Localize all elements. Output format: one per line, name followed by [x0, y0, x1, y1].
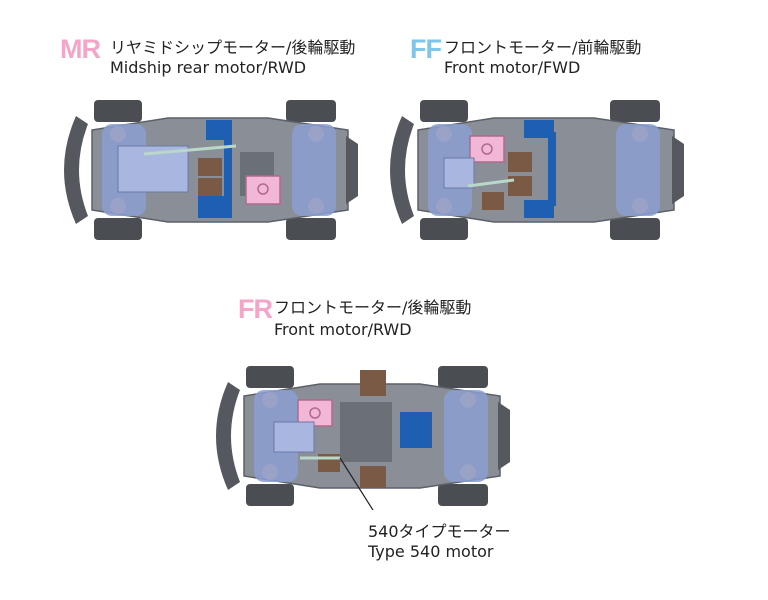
tire	[610, 100, 660, 122]
tire	[286, 100, 336, 122]
hub	[436, 126, 452, 142]
tire	[286, 218, 336, 240]
mr-title-en: Midship rear motor/RWD	[110, 58, 307, 77]
motor-mark	[309, 407, 321, 419]
battery	[360, 466, 386, 488]
tire	[438, 366, 488, 388]
blue-frame-part	[224, 132, 232, 206]
tire	[94, 100, 142, 122]
motor-callout-en: Type 540 motor	[368, 542, 494, 561]
ff-code: FF	[410, 34, 442, 64]
motor	[245, 175, 281, 205]
blue-frame-part	[524, 120, 554, 138]
front-bumper	[390, 116, 414, 224]
battery	[482, 192, 504, 210]
front-bumper	[64, 116, 88, 224]
hub	[436, 198, 452, 214]
callout-leader-line	[339, 457, 374, 510]
fr-code: FR	[238, 294, 273, 324]
rear-suspension	[292, 124, 336, 216]
drive-shaft	[467, 178, 515, 188]
ff-title-en: Front motor/FWD	[444, 58, 581, 77]
motor-mark	[481, 143, 493, 155]
tire	[420, 100, 468, 122]
battery	[508, 152, 532, 172]
motor	[469, 135, 505, 163]
fr-title-jp: フロントモーター/後輪駆動	[274, 298, 472, 317]
ff-title-jp: フロントモーター/前輪駆動	[444, 38, 642, 57]
blue-frame-part	[198, 196, 232, 218]
gear-box	[340, 402, 392, 462]
mr-title-jp: リヤミドシップモーター/後輪駆動	[110, 38, 356, 57]
hub	[460, 392, 476, 408]
motor-mark	[257, 183, 269, 195]
drive-shaft	[143, 144, 237, 156]
fr-chassis-illustration	[216, 366, 510, 510]
deck	[273, 421, 315, 453]
rear-suspension	[444, 390, 488, 482]
battery	[360, 370, 386, 396]
hub	[308, 126, 324, 142]
tire	[610, 218, 660, 240]
fr-title-en: Front motor/RWD	[274, 320, 412, 339]
rear-bumper	[346, 136, 358, 204]
rear-suspension	[616, 124, 660, 216]
hub	[110, 198, 126, 214]
hub	[632, 126, 648, 142]
hub	[460, 464, 476, 480]
tire	[438, 484, 488, 506]
motor-callout-jp: 540タイプモーター	[368, 522, 511, 541]
tire	[420, 218, 468, 240]
gear-box	[443, 157, 475, 189]
mr-code: MR	[60, 34, 101, 64]
hub	[308, 198, 324, 214]
blue-frame-part	[524, 200, 554, 218]
blue-frame-part	[548, 132, 556, 206]
hub	[632, 198, 648, 214]
battery	[198, 178, 222, 196]
esc-box	[400, 412, 432, 448]
tire	[246, 484, 294, 506]
hub	[110, 126, 126, 142]
rear-bumper	[672, 136, 684, 204]
tire	[94, 218, 142, 240]
hub	[262, 464, 278, 480]
mr-chassis-illustration	[64, 100, 358, 240]
tire	[246, 366, 294, 388]
rear-bumper	[498, 402, 510, 470]
front-bumper	[216, 382, 240, 490]
hub	[262, 392, 278, 408]
ff-chassis-illustration	[390, 100, 684, 240]
battery	[198, 158, 222, 176]
